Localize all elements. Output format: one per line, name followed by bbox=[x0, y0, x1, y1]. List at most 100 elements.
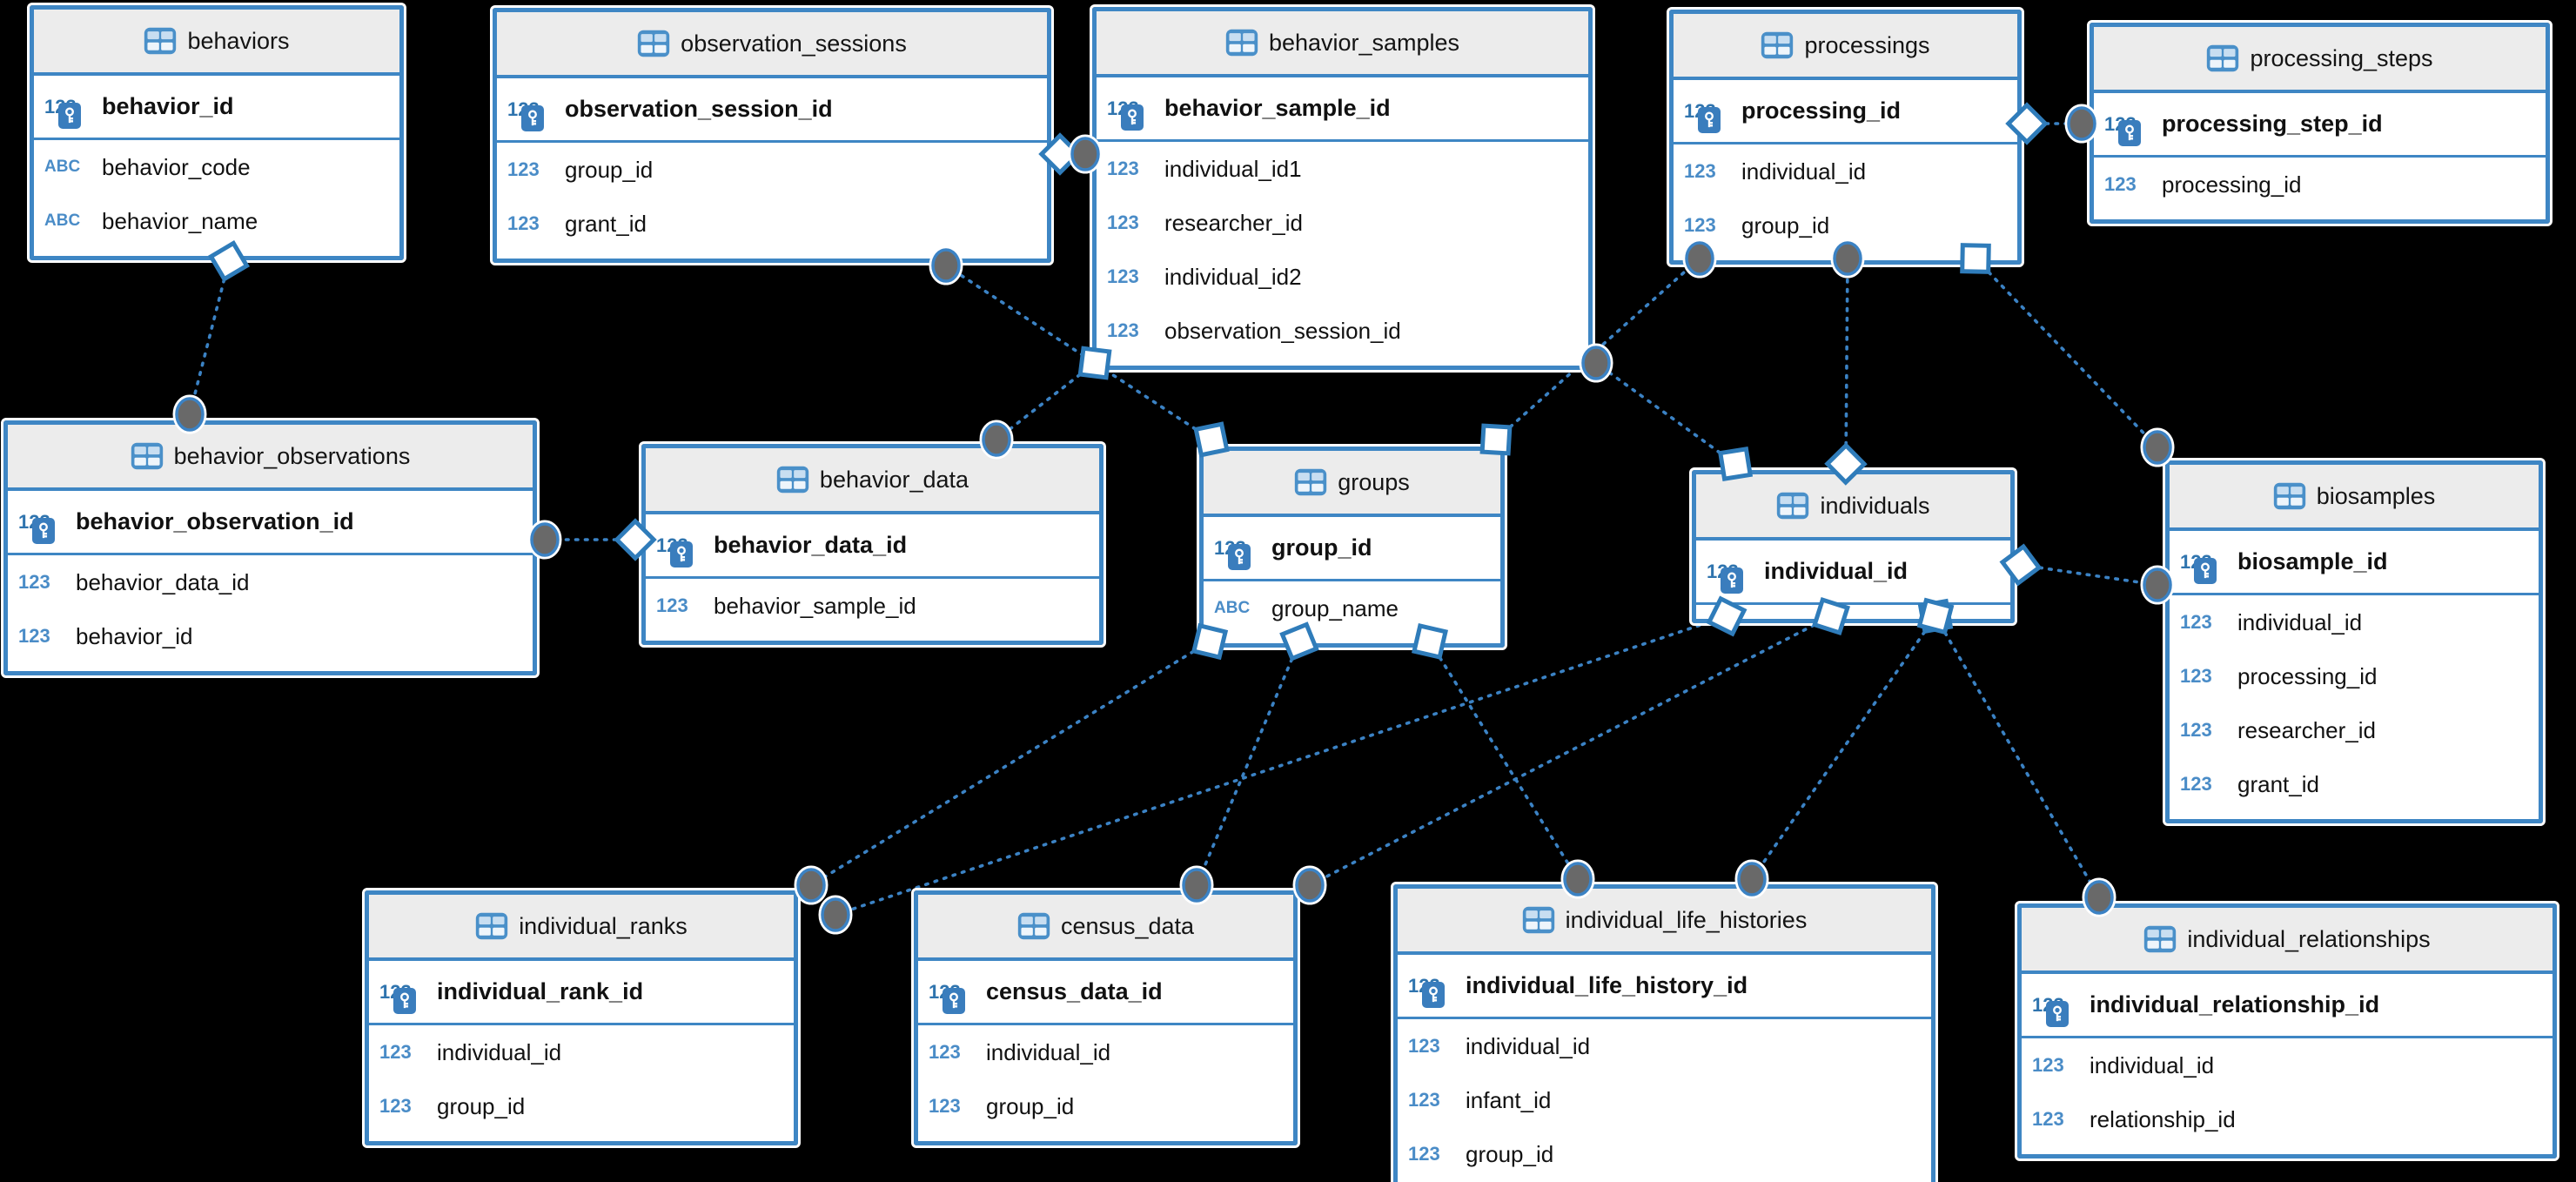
table-header[interactable]: observation_sessions bbox=[497, 12, 1047, 78]
relationship-line-individual_ranks-to-groups[interactable] bbox=[809, 640, 1211, 887]
relationship-line-census_data-to-individuals[interactable] bbox=[1308, 615, 1833, 887]
table-behavior_samples[interactable]: behavior_samples 123 behavior_sample_id … bbox=[1090, 4, 1595, 373]
numeric-123-icon: 123 bbox=[2104, 173, 2137, 195]
table-field[interactable]: 123 grant_id bbox=[497, 197, 1047, 251]
table-grid-icon bbox=[1522, 906, 1555, 934]
primary-key-name: individual_rank_id bbox=[437, 978, 644, 1004]
primary-key-field[interactable]: 123 individual_relationship_id bbox=[2022, 974, 2553, 1038]
table-individuals[interactable]: individuals 123 individual_id bbox=[1689, 467, 2017, 626]
table-header[interactable]: behavior_observations bbox=[8, 425, 533, 491]
table-header[interactable]: individual_life_histories bbox=[1398, 889, 1931, 955]
table-field[interactable]: 123 behavior_id bbox=[8, 609, 533, 663]
primary-key-field[interactable]: 123 individual_life_history_id bbox=[1398, 955, 1931, 1019]
table-header[interactable]: biosamples bbox=[2170, 465, 2539, 531]
table-field[interactable]: 123 individual_id bbox=[2170, 595, 2539, 649]
table-field[interactable]: ABC group_name bbox=[1204, 581, 1500, 635]
table-header[interactable]: census_data bbox=[918, 895, 1293, 961]
table-field[interactable]: 123 processing_id bbox=[2170, 649, 2539, 703]
table-field[interactable]: ABC behavior_name bbox=[34, 194, 399, 248]
primary-key-field[interactable]: 123 biosample_id bbox=[2170, 531, 2539, 595]
table-header[interactable]: behavior_samples bbox=[1097, 11, 1588, 77]
table-field[interactable]: 123 individual_id bbox=[369, 1025, 794, 1079]
text-abc-icon: ABC bbox=[44, 212, 81, 230]
relationship-line-biosamples-to-individuals[interactable] bbox=[2019, 563, 2159, 587]
relationship-line-individual_ranks-to-individuals[interactable] bbox=[834, 615, 1728, 917]
table-processings[interactable]: processings 123 processing_id 123 indivi… bbox=[1667, 7, 2024, 267]
relationship-line-census_data-to-groups[interactable] bbox=[1195, 640, 1301, 887]
relationship-line-behavior_observations-to-behaviors[interactable] bbox=[188, 259, 231, 416]
table-field[interactable]: 123 group_id bbox=[918, 1079, 1293, 1133]
table-field[interactable]: 123 researcher_id bbox=[2170, 703, 2539, 757]
table-observation_sessions[interactable]: observation_sessions 123 observation_ses… bbox=[490, 5, 1054, 265]
field-name: individual_id1 bbox=[1164, 155, 1302, 182]
table-behaviors[interactable]: behaviors 123 behavior_id ABC behavior_c… bbox=[27, 3, 406, 263]
primary-key-field[interactable]: 123 behavior_data_id bbox=[646, 514, 1099, 579]
connector-many-end-census_data[interactable] bbox=[1295, 868, 1325, 903]
table-behavior_data[interactable]: behavior_data 123 behavior_data_id 123 b… bbox=[639, 441, 1106, 648]
primary-key-field[interactable]: 123 individual_id bbox=[1696, 541, 2010, 605]
table-field[interactable]: 123 group_id bbox=[1674, 198, 2017, 252]
table-field[interactable]: 123 researcher_id bbox=[1097, 196, 1588, 250]
field-name: processing_id bbox=[2237, 662, 2378, 689]
table-groups[interactable]: groups 123 group_id ABC group_name bbox=[1197, 444, 1507, 650]
table-field[interactable]: 123 observation_session_id bbox=[1097, 304, 1588, 358]
numeric-123-icon: 123 bbox=[18, 571, 50, 593]
primary-key-field[interactable]: 123 observation_session_id bbox=[497, 78, 1047, 143]
primary-key-field[interactable]: 123 behavior_observation_id bbox=[8, 491, 533, 555]
key-icon bbox=[2118, 119, 2141, 146]
table-field[interactable]: 123 individual_id1 bbox=[1097, 142, 1588, 196]
relationship-line-individual_life_histories-to-individuals[interactable] bbox=[1750, 615, 1937, 881]
table-field[interactable]: 123 infant_id bbox=[1398, 1073, 1931, 1127]
table-header[interactable]: behavior_data bbox=[646, 448, 1099, 514]
table-individual_relationships[interactable]: individual_relationships 123 individual_… bbox=[2015, 901, 2559, 1161]
table-biosamples[interactable]: biosamples 123 biosample_id 123 individu… bbox=[2163, 458, 2546, 826]
table-field[interactable]: 123 relationship_id bbox=[2022, 1092, 2553, 1146]
table-field[interactable]: 123 group_id bbox=[1398, 1127, 1931, 1181]
table-field[interactable]: 123 group_id bbox=[497, 143, 1047, 197]
key-icon bbox=[1698, 106, 1721, 133]
relationship-line-individual_relationships-to-individuals[interactable] bbox=[1934, 615, 2101, 899]
relationship-line-behavior_samples-to-individuals[interactable] bbox=[1594, 361, 1737, 466]
table-field[interactable]: 123 behavior_data_id bbox=[8, 555, 533, 609]
table-processing_steps[interactable]: processing_steps 123 processing_step_id … bbox=[2087, 20, 2553, 226]
table-field[interactable]: 123 grant_id bbox=[2170, 757, 2539, 811]
table-header[interactable]: individual_relationships bbox=[2022, 908, 2553, 974]
table-header[interactable]: processings bbox=[1674, 14, 2017, 80]
primary-key-field[interactable]: 123 behavior_sample_id bbox=[1097, 77, 1588, 142]
table-field[interactable]: ABC behavior_code bbox=[34, 140, 399, 194]
table-field[interactable]: 123 group_id bbox=[369, 1079, 794, 1133]
table-field[interactable]: 123 individual_id bbox=[2022, 1038, 2553, 1092]
primary-key-field[interactable]: 123 processing_id bbox=[1674, 80, 2017, 144]
relationship-line-individual_life_histories-to-groups[interactable] bbox=[1428, 640, 1580, 881]
primary-key-field[interactable]: 123 census_data_id bbox=[918, 961, 1293, 1025]
table-individual_life_histories[interactable]: individual_life_histories 123 individual… bbox=[1391, 882, 1938, 1182]
relationship-line-behavior_data-to-behavior_samples[interactable] bbox=[995, 361, 1097, 441]
table-behavior_observations[interactable]: behavior_observations 123 behavior_obser… bbox=[1, 418, 540, 678]
table-field[interactable]: 123 individual_id bbox=[918, 1025, 1293, 1079]
connector-many-end-individual_ranks[interactable] bbox=[796, 868, 826, 903]
table-field[interactable]: 123 individual_id bbox=[1398, 1019, 1931, 1073]
connector-many-end-biosamples[interactable] bbox=[2143, 430, 2172, 465]
table-header[interactable]: individuals bbox=[1696, 474, 2010, 541]
relationship-line-biosamples-to-processings[interactable] bbox=[1974, 257, 2159, 449]
table-header[interactable]: groups bbox=[1204, 451, 1500, 517]
relationship-line-processings-to-individuals[interactable] bbox=[1844, 257, 1849, 466]
primary-key-field[interactable]: 123 behavior_id bbox=[34, 76, 399, 140]
table-field[interactable]: 123 processing_id bbox=[2094, 158, 2546, 212]
table-header[interactable]: processing_steps bbox=[2094, 27, 2546, 93]
table-field[interactable]: 123 individual_id bbox=[1674, 144, 2017, 198]
primary-key-field[interactable]: 123 individual_rank_id bbox=[369, 961, 794, 1025]
primary-key-field[interactable]: 123 group_id bbox=[1204, 517, 1500, 581]
table-individual_ranks[interactable]: individual_ranks 123 individual_rank_id … bbox=[362, 888, 801, 1148]
table-header[interactable]: behaviors bbox=[34, 10, 399, 76]
table-grid-icon bbox=[475, 912, 508, 940]
table-grid-icon bbox=[2273, 482, 2306, 510]
field-name: observation_session_id bbox=[1164, 317, 1401, 344]
table-field[interactable]: 123 behavior_sample_id bbox=[646, 579, 1099, 633]
primary-key-field[interactable]: 123 processing_step_id bbox=[2094, 93, 2546, 158]
table-census_data[interactable]: census_data 123 census_data_id 123 indiv… bbox=[911, 888, 1300, 1148]
table-field[interactable]: 123 individual_id2 bbox=[1097, 250, 1588, 304]
table-header[interactable]: individual_ranks bbox=[369, 895, 794, 961]
connector-many-end-individual_ranks[interactable] bbox=[821, 897, 850, 932]
